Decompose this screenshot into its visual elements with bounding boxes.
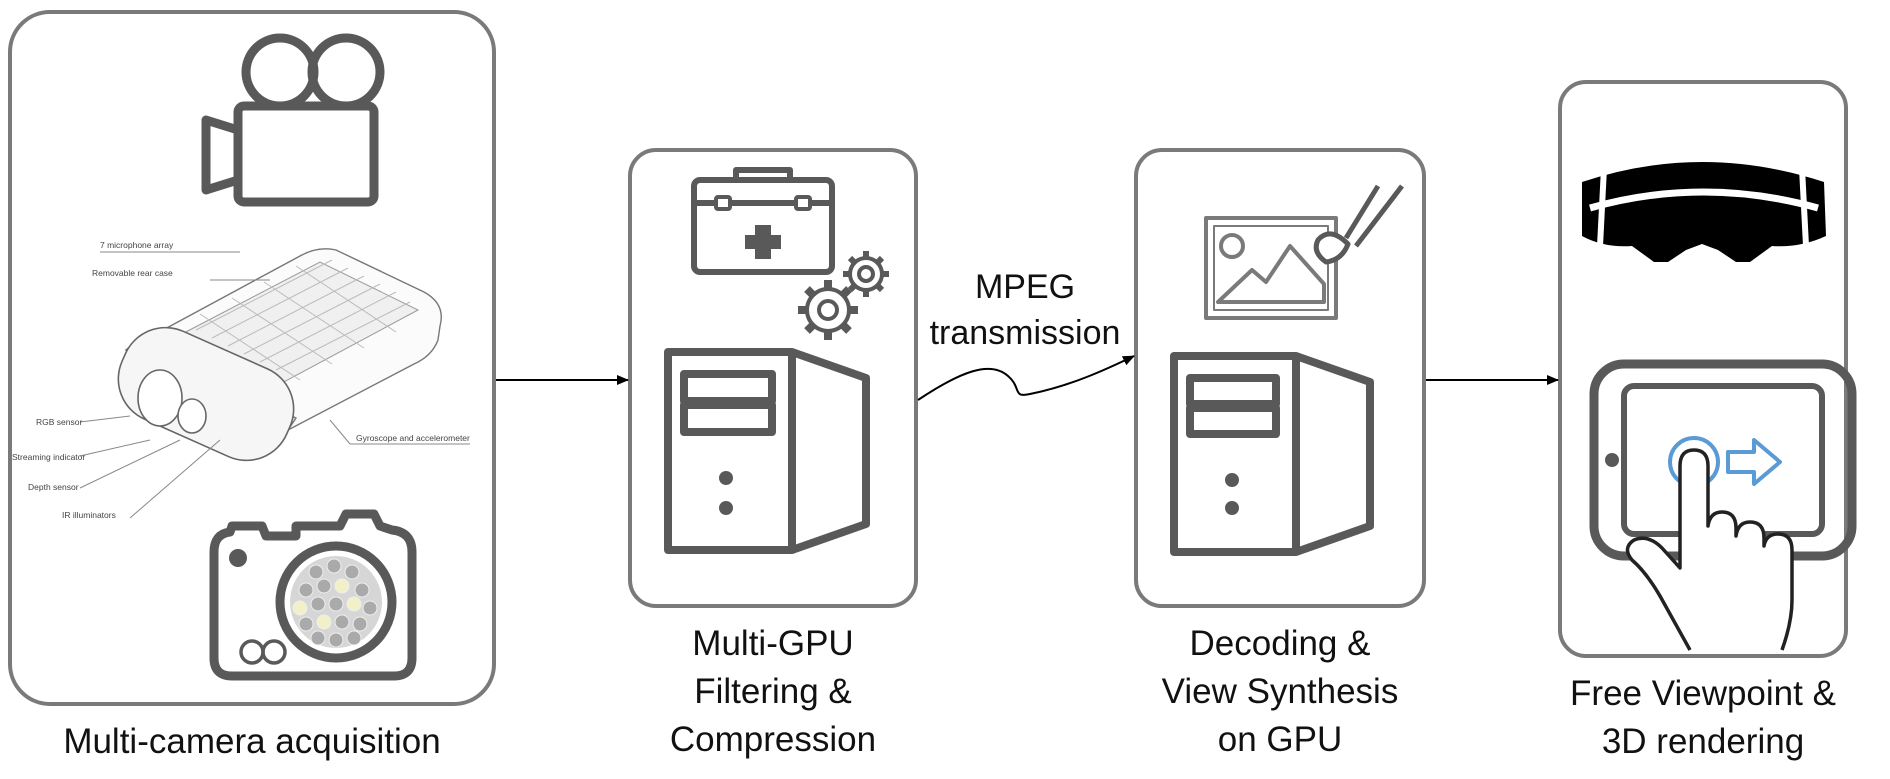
- callout-gyroscope: Gyroscope and accelerometer: [356, 433, 470, 443]
- stage-label-filtering: Multi-GPU Filtering & Compression: [630, 620, 916, 764]
- edge-filtering-synthesis: [917, 355, 1135, 401]
- stage-label-synthesis: Decoding & View Synthesis on GPU: [1126, 620, 1434, 764]
- callout-rear-case: Removable rear case: [92, 268, 173, 278]
- stage-label-line: Compression: [669, 720, 877, 759]
- stage-label-line: Filtering &: [694, 672, 852, 711]
- stage-label-line: Multi-camera acquisition: [63, 722, 441, 761]
- gears-icon: [798, 251, 889, 340]
- sensor-callout-labels: 7 microphone array Removable rear case R…: [12, 240, 470, 520]
- depth-sensor-device-icon: [79, 248, 470, 519]
- vr-headset-icon: [1582, 162, 1826, 262]
- callout-rgb-sensor: RGB sensor: [36, 417, 82, 427]
- tablet-touch-icon: [1589, 359, 1857, 651]
- stage-box-synthesis: [1134, 148, 1426, 608]
- edge-label-line-2: transmission: [929, 314, 1121, 352]
- edge-label-mpeg-transmission: MPEG transmission: [918, 264, 1132, 356]
- stage-label-rendering: Free Viewpoint & 3D rendering: [1540, 670, 1866, 766]
- stage-label-line: Free Viewpoint &: [1570, 674, 1836, 713]
- stage-label-line: 3D rendering: [1601, 722, 1805, 761]
- stage-label-line: View Synthesis: [1161, 672, 1399, 711]
- stage-label-line: Decoding &: [1189, 624, 1371, 663]
- callout-streaming-indicator: Streaming indicator: [12, 452, 85, 462]
- callout-microphone-array: 7 microphone array: [100, 240, 174, 250]
- toolbox-icon: [691, 167, 835, 275]
- stage-label-line: Multi-GPU: [692, 624, 854, 663]
- video-camera-icon: [201, 33, 385, 207]
- callout-depth-sensor: Depth sensor: [28, 482, 79, 492]
- stage-label-line: on GPU: [1217, 720, 1343, 759]
- callout-ir-illuminators: IR illuminators: [62, 510, 116, 520]
- edge-label-line-1: MPEG: [974, 268, 1076, 306]
- stage-box-rendering: [1558, 80, 1848, 658]
- photo-camera-icon: [209, 509, 417, 681]
- stage-box-filtering: [628, 148, 918, 608]
- stage-label-acquisition: Multi-camera acquisition: [10, 718, 494, 766]
- image-paintbrush-icon: [1204, 184, 1404, 320]
- computer-tower-icon: [664, 348, 870, 554]
- stage-box-acquisition: [8, 10, 496, 706]
- computer-tower-icon: [1170, 352, 1374, 556]
